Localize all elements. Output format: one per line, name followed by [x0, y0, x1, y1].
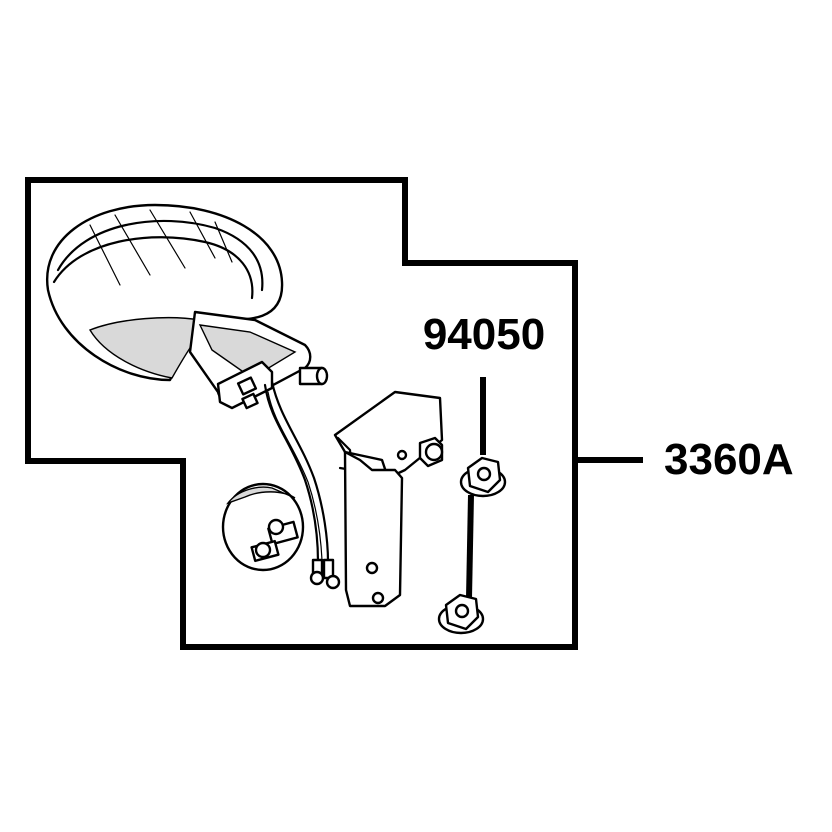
mirror-back-plate — [221, 482, 305, 572]
assembly-outline — [25, 177, 578, 650]
callout-94050: 94050 — [423, 310, 545, 359]
callout-3360A: 3360A — [664, 435, 794, 484]
flange-nut-upper — [459, 456, 507, 498]
mirror-arm — [188, 310, 329, 410]
wire-harness — [263, 380, 341, 590]
flange-nut-lower — [437, 593, 485, 635]
mounting-bracket — [333, 390, 444, 608]
nut-leader-line-lower — [466, 494, 474, 599]
